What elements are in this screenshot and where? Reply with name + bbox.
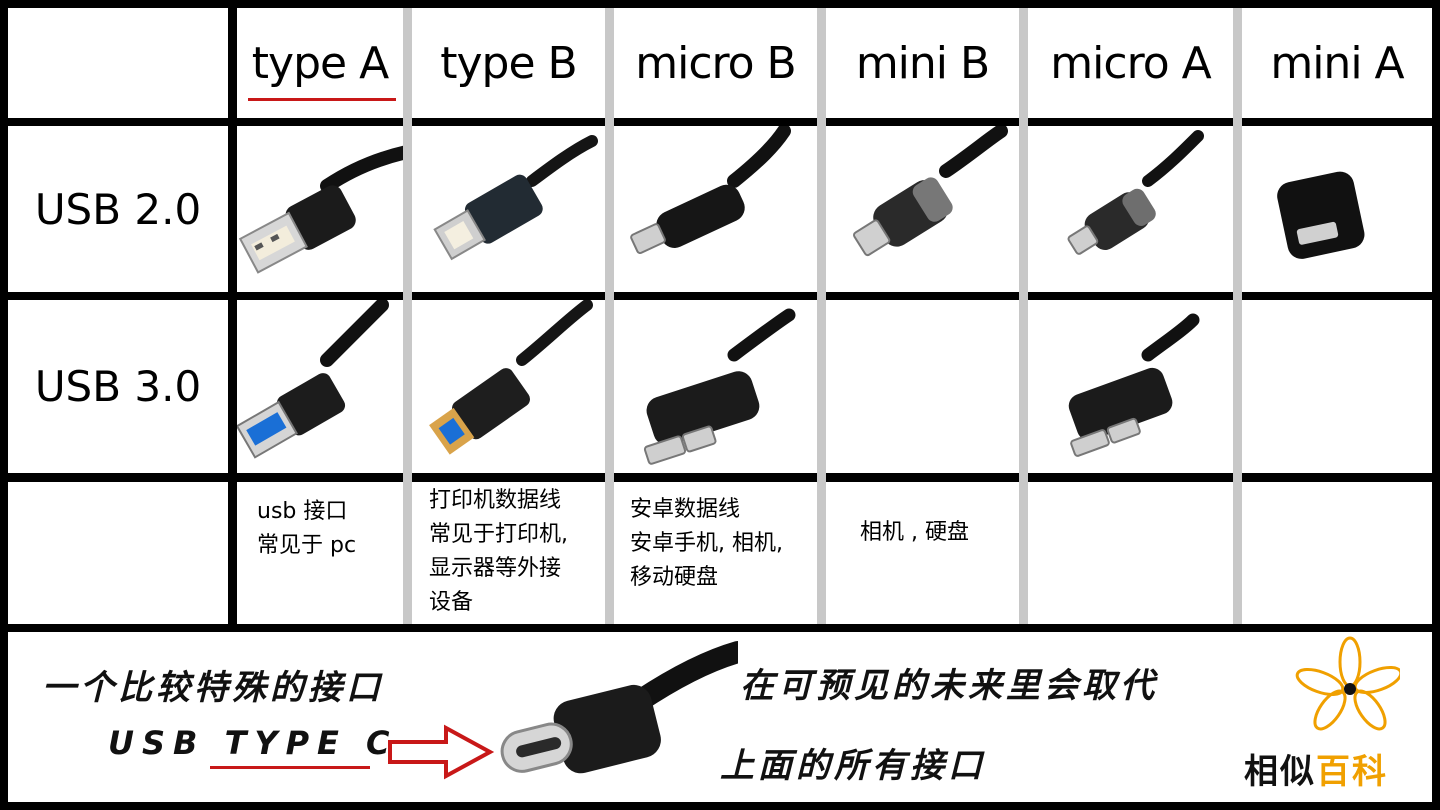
column-header-mini-b: mini B — [826, 8, 1019, 118]
row-label: USB 2.0 — [34, 184, 202, 234]
banner-right-line2: 上面的所有接口 — [720, 746, 986, 786]
brand-part2: 百科 — [1316, 752, 1388, 792]
usb2-mini-a-connector-icon — [1277, 171, 1365, 259]
usb2-micro-a-connector-icon — [1067, 130, 1204, 255]
column-separator — [1233, 8, 1242, 624]
micro-a-description-cell — [1028, 482, 1233, 624]
usb2-type-b-cell — [412, 126, 605, 292]
corner-cell — [8, 8, 228, 118]
usb3-type-a-cell — [237, 300, 403, 473]
usb2-micro-b-connector-icon — [630, 126, 791, 255]
usb3-type-b-connector-icon — [429, 300, 593, 455]
column-header-type-b: type B — [412, 8, 605, 118]
column-separator — [403, 8, 412, 624]
brand-part1: 相似 — [1244, 752, 1316, 792]
type-a-description: usb 接口 常见于 pc — [257, 499, 357, 558]
usb2-micro-a-cell — [1028, 126, 1233, 292]
column-label: mini A — [1270, 37, 1404, 89]
type-a-underline — [248, 98, 396, 101]
type-c-underline — [210, 766, 370, 769]
usb3-mini-a-cell — [1242, 300, 1432, 473]
usb2-mini-b-cell — [826, 126, 1019, 292]
usb-type-c-connector-icon — [500, 641, 738, 774]
flower-logo-icon — [1295, 636, 1400, 731]
column-label: micro A — [1050, 37, 1211, 89]
banner-left-line1: 一个比较特殊的接口 — [42, 668, 384, 708]
banner-left-line2: USB TYPE C — [108, 724, 398, 762]
brand-logo: 相似百科 — [1244, 744, 1388, 793]
mini-b-description: 相机 , 硬盘 — [860, 520, 969, 545]
micro-b-description: 安卓数据线 安卓手机, 相机, 移动硬盘 — [630, 497, 783, 590]
usb3-mini-b-cell — [826, 300, 1019, 473]
column-header-type-a: type A — [237, 8, 403, 118]
banner-right-line1: 在可预见的未来里会取代 — [740, 666, 1158, 706]
column-label: micro B — [635, 37, 796, 89]
usb3-micro-a-connector-icon — [1068, 313, 1200, 457]
row-header-usb3: USB 3.0 — [8, 300, 228, 473]
mini-a-description-cell — [1242, 482, 1432, 624]
usb3-micro-b-connector-icon — [643, 308, 796, 465]
column-label: type A — [251, 37, 389, 89]
description-row-header — [8, 482, 228, 624]
usb2-type-b-connector-icon — [433, 135, 598, 261]
micro-b-description-cell: 安卓数据线 安卓手机, 相机, 移动硬盘 — [614, 482, 817, 624]
column-header-micro-b: micro B — [614, 8, 817, 118]
usb2-mini-a-cell — [1242, 126, 1432, 292]
row-label: USB 3.0 — [34, 362, 202, 411]
column-separator — [1019, 8, 1028, 624]
mini-b-description-cell: 相机 , 硬盘 — [826, 482, 1019, 624]
column-header-mini-a: mini A — [1242, 8, 1432, 118]
column-label: mini B — [855, 37, 990, 89]
column-separator — [817, 8, 826, 624]
usb2-micro-b-cell — [614, 126, 817, 292]
usb3-type-b-cell — [412, 300, 605, 473]
type-a-description-cell: usb 接口 常见于 pc — [237, 482, 403, 624]
row-header-usb2: USB 2.0 — [8, 126, 228, 292]
column-separator — [605, 8, 614, 624]
usb3-type-a-connector-icon — [237, 300, 389, 459]
usb2-type-a-connector-icon — [238, 145, 403, 274]
type-b-description-cell: 打印机数据线 常见于打印机, 显示器等外接 设备 — [412, 482, 605, 624]
column-header-micro-a: micro A — [1028, 8, 1233, 118]
column-label: type B — [440, 37, 577, 89]
type-c-banner: 一个比较特殊的接口 USB TYPE C 在可预见的未来里会取代 上面的所有接口… — [8, 632, 1432, 802]
usb3-micro-b-cell — [614, 300, 817, 473]
usb3-micro-a-cell — [1028, 300, 1233, 473]
type-b-description: 打印机数据线 常见于打印机, 显示器等外接 设备 — [429, 488, 568, 615]
usb2-mini-b-connector-icon — [853, 126, 1008, 257]
arrow-right-icon — [388, 724, 495, 780]
usb2-type-a-cell — [237, 126, 403, 292]
